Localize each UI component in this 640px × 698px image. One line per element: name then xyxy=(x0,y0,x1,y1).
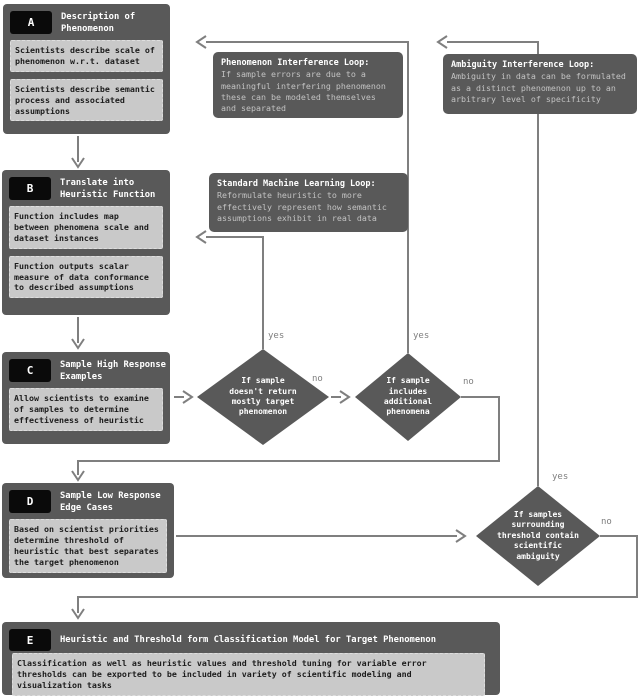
loop-note-phenomenon-interference: Phenomenon Interference Loop: If sample … xyxy=(213,52,403,118)
box-e-title: Heuristic and Threshold form Classificat… xyxy=(60,634,437,645)
box-c-label-chip: C xyxy=(9,359,51,382)
box-e-header: E Heuristic and Threshold form Classific… xyxy=(2,622,500,653)
box-c-item-1: Allow scientists to examine of samples t… xyxy=(9,387,163,431)
loop-phenomenon-title: Phenomenon Interference Loop: xyxy=(221,58,370,68)
branch-label-yes-3: yes xyxy=(552,472,569,482)
box-c-header: C Sample High Response Examples xyxy=(2,352,170,388)
decision-2-text: If sample includes additional phenomena xyxy=(383,376,433,417)
loop-ambiguity-return xyxy=(436,35,539,486)
arrow-b-to-c xyxy=(71,317,85,350)
flow-box-c: C Sample High Response Examples Allow sc… xyxy=(2,352,170,444)
box-a-label-chip: A xyxy=(10,11,52,34)
branch-label-no-1: no xyxy=(312,374,323,384)
loop-note-standard-ml: Standard Machine Learning Loop: Reformul… xyxy=(209,173,408,232)
box-c-title: Sample High Response Examples xyxy=(60,360,166,382)
box-d-item-1: Based on scientist priorities determine … xyxy=(9,518,167,573)
box-d-label-chip: D xyxy=(9,490,51,513)
loop-note-ambiguity-interference: Ambiguity Interference Loop: Ambiguity i… xyxy=(443,54,637,114)
arrow-d3-no-to-e xyxy=(71,535,638,620)
branch-label-no-3: no xyxy=(601,517,612,527)
decision-3-text: If samples surrounding threshold contain… xyxy=(497,510,579,561)
box-e-item-1: Classification as well as heuristic valu… xyxy=(12,653,485,696)
box-a-item-2: Scientists describe semantic process and… xyxy=(10,78,163,122)
loop-ml-title: Standard Machine Learning Loop: xyxy=(217,179,376,189)
loop-ambiguity-title: Ambiguity Interference Loop: xyxy=(451,60,595,70)
box-d-title: Sample Low Response Edge Cases xyxy=(60,491,161,513)
arrow-c-to-d1 xyxy=(174,390,194,404)
box-b-header: B Translate into Heuristic Function xyxy=(2,170,170,206)
loop-ambiguity-body: Ambiguity in data can be formulated as a… xyxy=(451,71,626,104)
arrow-a-to-b xyxy=(71,136,85,169)
loop-ml-return xyxy=(195,230,264,349)
box-a-item-1: Scientists describe scale of phenomenon … xyxy=(10,39,163,72)
arrow-d2-no-to-d xyxy=(71,396,500,482)
box-b-item-2: Function outputs scalar measure of data … xyxy=(9,255,163,299)
flow-box-a: A Description of Phenomenon Scientists d… xyxy=(3,4,170,134)
arrow-d-to-d3 xyxy=(176,529,467,543)
loop-ml-body: Reformulate heuristic to more effectivel… xyxy=(217,190,387,223)
box-a-title: Description of Phenomenon xyxy=(61,12,136,34)
box-a-header: A Description of Phenomenon xyxy=(3,4,170,40)
box-e-label-chip: E xyxy=(9,629,51,651)
branch-label-yes-2: yes xyxy=(413,331,430,341)
branch-label-no-2: no xyxy=(463,377,474,387)
box-b-item-1: Function includes map between phenomena … xyxy=(9,205,163,249)
box-b-title: Translate into Heuristic Function xyxy=(60,178,156,200)
arrow-d1-to-d2 xyxy=(331,390,351,404)
box-b-label-chip: B xyxy=(9,177,51,200)
flow-box-d: D Sample Low Response Edge Cases Based o… xyxy=(2,483,174,578)
branch-label-yes-1: yes xyxy=(268,331,285,341)
decision-1-text: If sample doesn't return mostly target p… xyxy=(229,376,297,417)
loop-phenomenon-body: If sample errors are due to a meaningful… xyxy=(221,69,386,114)
flow-box-b: B Translate into Heuristic Function Func… xyxy=(2,170,170,315)
loop-phenomenon-return xyxy=(195,35,409,353)
flow-box-e: E Heuristic and Threshold form Classific… xyxy=(2,622,500,696)
box-d-header: D Sample Low Response Edge Cases xyxy=(2,483,174,519)
